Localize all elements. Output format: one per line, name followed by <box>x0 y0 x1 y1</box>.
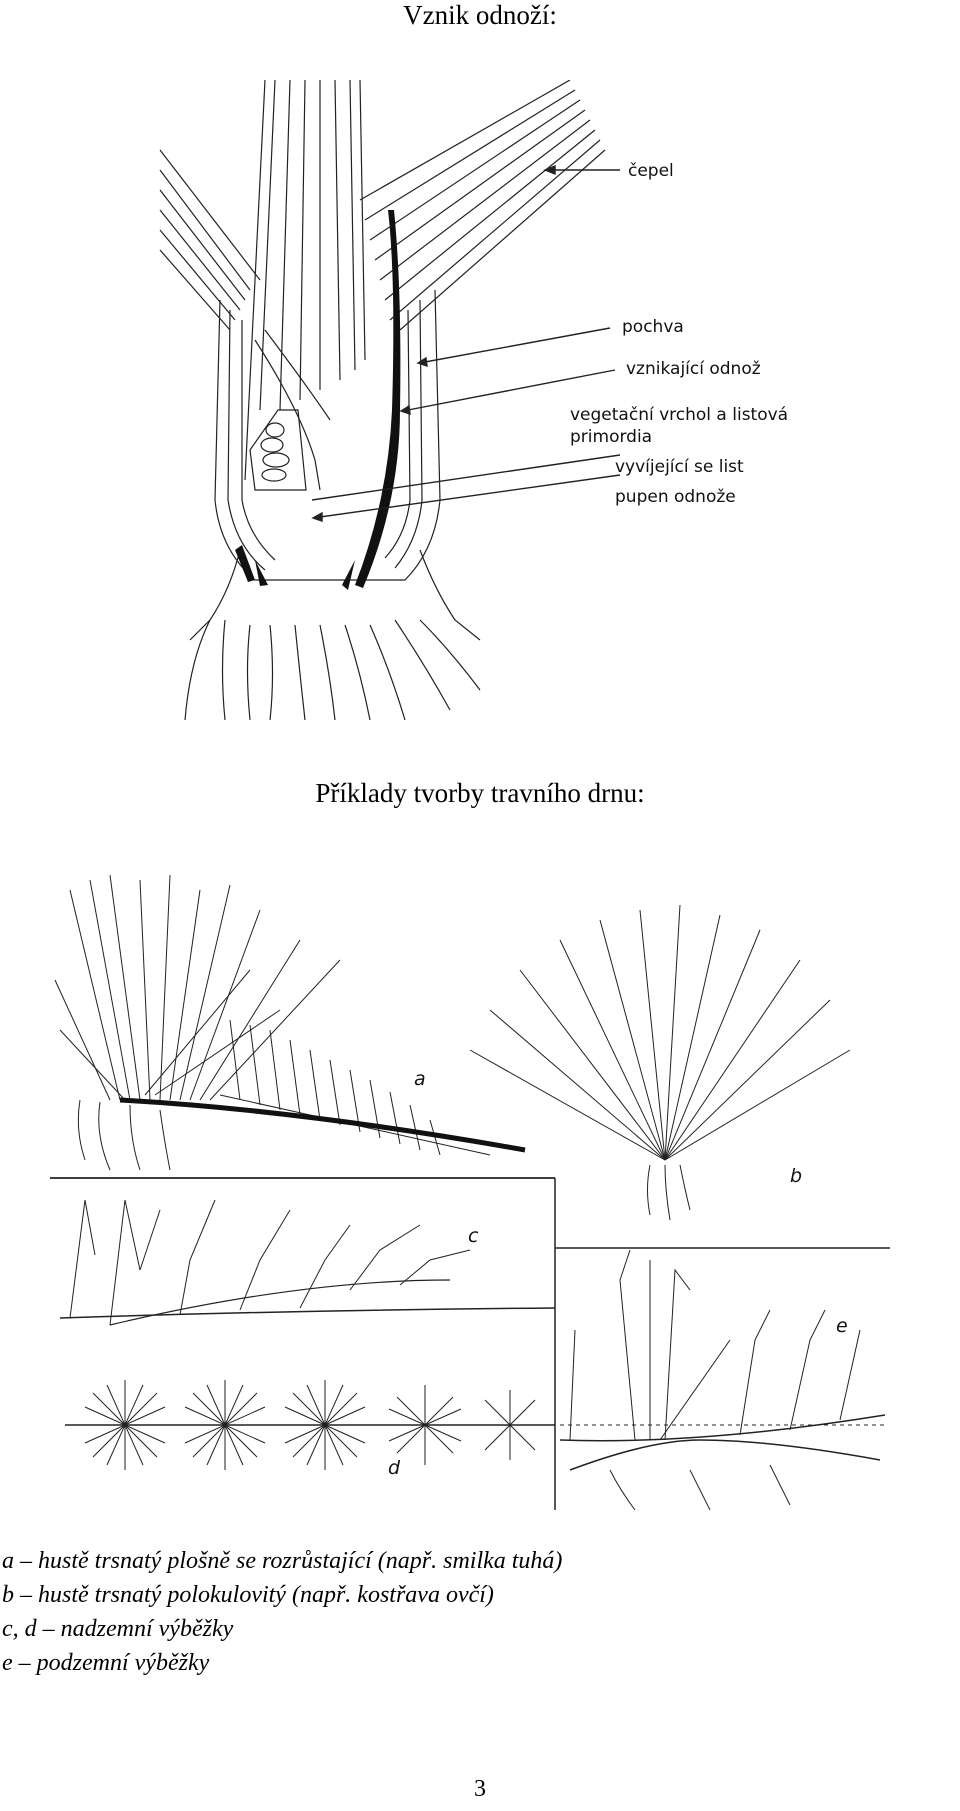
label-vegetacni-vrchol-1: vegetační vrchol a listová <box>570 405 788 425</box>
label-cepel: čepel <box>628 161 674 181</box>
tussock-a <box>54 874 491 1171</box>
stolon-c-shoots <box>69 1199 471 1326</box>
rhizome-e <box>559 1249 886 1511</box>
caption-cd: c, d – nadzemní výběžky <box>2 1616 234 1642</box>
caption-b: b – hustě trsnatý polokulovitý (např. ko… <box>2 1582 494 1608</box>
bud-shape <box>249 409 307 491</box>
caption-a: a – hustě trsnatý plošně se rozrůstající… <box>2 1548 563 1574</box>
page-heading-tiller-formation: Vznik odnoží: <box>403 0 557 30</box>
figure-captions: a – hustě trsnatý plošně se rozrůstající… <box>2 1544 942 1680</box>
tiller-diagram: čepel pochva vznikající odnož vegetační … <box>159 80 788 721</box>
figure-letter-c: c <box>468 1225 479 1247</box>
emerging-tiller <box>355 210 401 588</box>
figure-letter-d: d <box>388 1457 401 1479</box>
sheath-outline <box>214 289 441 581</box>
figure-letter-e: e <box>836 1315 848 1337</box>
label-vegetacni-vrchol-2: primordia <box>570 427 652 447</box>
root-lines <box>184 619 481 721</box>
label-vznikajici-odnoz: vznikající odnož <box>626 359 761 379</box>
tussock-b <box>469 904 851 1221</box>
right-blade-lines <box>359 80 606 331</box>
stolon-d-rosettes <box>80 1380 545 1470</box>
caption-e: e – podzemní výběžky <box>2 1650 210 1676</box>
page-heading-turf-examples: Příklady tvorby travního drnu: <box>315 778 645 808</box>
label-vyvijejici-se-list: vyvíjející se list <box>615 457 744 477</box>
label-pochva: pochva <box>622 317 684 337</box>
central-stem-lines <box>244 80 366 481</box>
figure-letter-a: a <box>414 1068 426 1090</box>
page-number: 3 <box>474 1776 486 1802</box>
label-pupen-odnoze: pupen odnože <box>615 487 736 507</box>
figure-letter-b: b <box>790 1165 802 1187</box>
turf-illustration: a b c d e <box>50 874 890 1511</box>
left-blade-lines <box>159 149 261 331</box>
